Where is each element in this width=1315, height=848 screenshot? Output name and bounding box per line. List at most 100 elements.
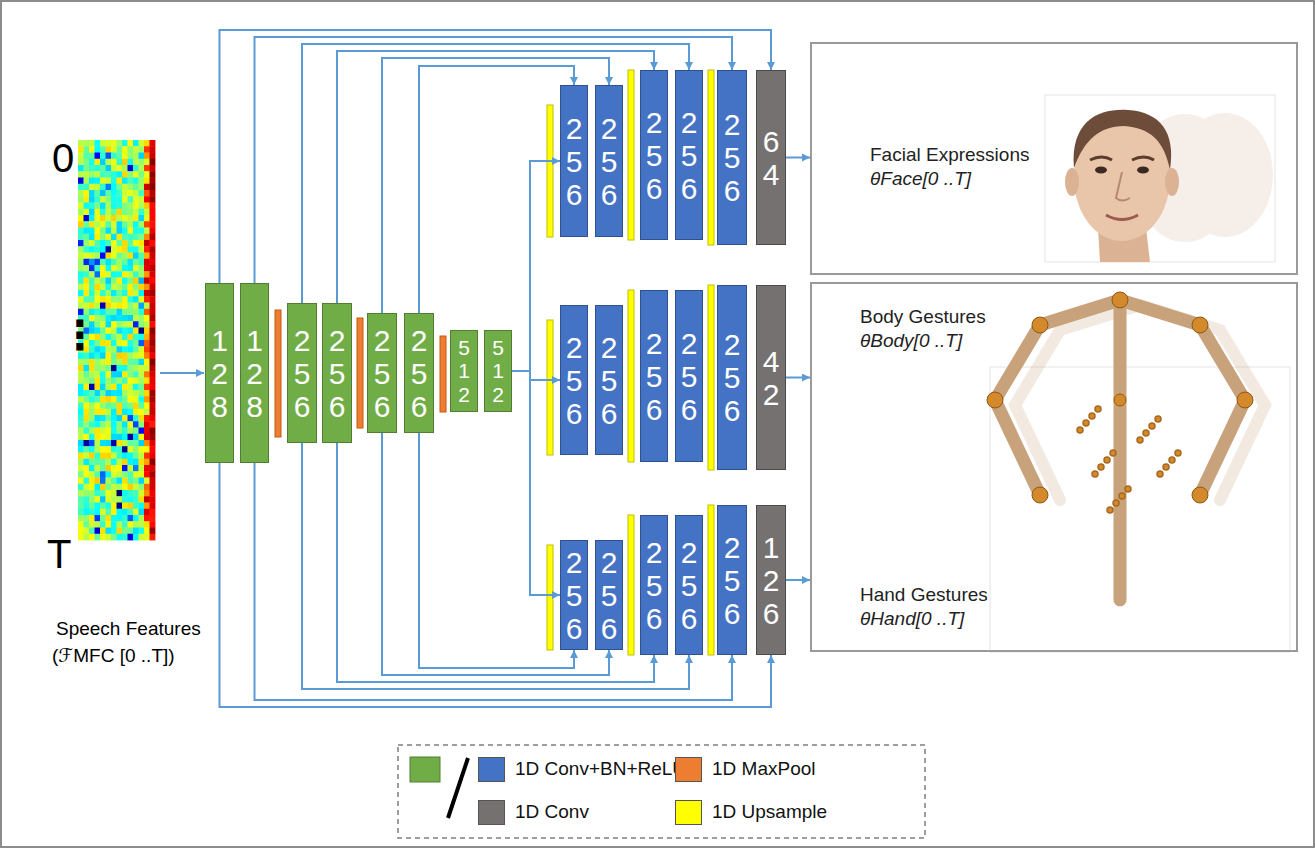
heatmap-cell <box>100 290 106 297</box>
heatmap-cell <box>95 484 101 491</box>
heatmap-cell <box>95 359 101 366</box>
heatmap-cell <box>133 184 139 191</box>
heatmap-cell <box>100 265 106 272</box>
heatmap-cell <box>84 446 90 453</box>
heatmap-cell <box>89 228 95 235</box>
heatmap-cell <box>89 371 95 378</box>
heatmap-cell <box>78 478 84 485</box>
conv-bn-relu-layer: 256 <box>640 290 668 462</box>
heatmap-cell <box>139 328 145 335</box>
heatmap-cell <box>84 184 90 191</box>
heatmap-cell <box>128 340 134 347</box>
heatmap-cell <box>95 471 101 478</box>
heatmap-cell <box>139 259 145 266</box>
hand-joint <box>1098 464 1104 470</box>
hand-joints <box>1077 406 1181 513</box>
heatmap-cell <box>106 196 112 203</box>
heatmap-cell <box>78 396 84 403</box>
heatmap-cell <box>144 159 150 166</box>
heatmap-cell <box>150 234 156 241</box>
channel-count: 42 <box>761 345 782 411</box>
heatmap-cell <box>117 171 123 178</box>
heatmap-cell <box>111 196 117 203</box>
heatmap-cell <box>128 228 134 235</box>
heatmap-cell <box>89 415 95 422</box>
heatmap-cell <box>122 421 128 428</box>
heatmap-cell <box>106 409 112 416</box>
heatmap-cell <box>111 321 117 328</box>
heatmap-cell <box>144 178 150 185</box>
heatmap-cell <box>139 365 145 372</box>
heatmap-cell <box>139 140 145 147</box>
heatmap-cell <box>150 203 156 210</box>
heatmap-cell <box>122 290 128 297</box>
heatmap-cell <box>139 396 145 403</box>
heatmap-cell <box>144 315 150 322</box>
heatmap-cell <box>111 290 117 297</box>
heatmap-cell <box>122 321 128 328</box>
heatmap-cell <box>106 296 112 303</box>
heatmap-cell <box>106 490 112 497</box>
heatmap-cell <box>133 153 139 160</box>
heatmap-cell <box>111 490 117 497</box>
heatmap-cell <box>95 371 101 378</box>
heatmap-cell <box>122 503 128 510</box>
heatmap-cell <box>128 509 134 516</box>
hand-joint <box>1092 471 1098 477</box>
heatmap-cell <box>133 440 139 447</box>
heatmap-cell <box>139 490 145 497</box>
heatmap-cell <box>122 184 128 191</box>
skip-connection <box>337 443 654 682</box>
heatmap-cell <box>89 365 95 372</box>
heatmap-cell <box>78 465 84 472</box>
heatmap-cell <box>78 534 84 541</box>
heatmap-cell <box>95 240 101 247</box>
heatmap-cell <box>133 521 139 528</box>
heatmap-cell <box>144 196 150 203</box>
heatmap-cell <box>144 415 150 422</box>
heatmap-cell <box>117 396 123 403</box>
hand-joint <box>1110 450 1116 456</box>
heatmap-cell <box>128 365 134 372</box>
heatmap-cell <box>128 409 134 416</box>
channel-count: 128 <box>209 324 230 423</box>
skip-connection <box>302 443 689 689</box>
heatmap-cell <box>144 409 150 416</box>
heatmap-cell <box>133 434 139 441</box>
heatmap-cell <box>139 278 145 285</box>
heatmap-cell <box>117 521 123 528</box>
heatmap-cell <box>122 371 128 378</box>
heatmap-cell <box>106 484 112 491</box>
heatmap-cell <box>111 384 117 391</box>
heatmap-cell <box>133 265 139 272</box>
heatmap-cell <box>89 496 95 503</box>
heatmap-cell <box>139 503 145 510</box>
heatmap-cell <box>117 515 123 522</box>
skip-connection <box>337 51 654 303</box>
heatmap-cell <box>95 415 101 422</box>
heatmap-cell <box>133 296 139 303</box>
heatmap-cell <box>133 321 139 328</box>
time-axis-label: T <box>47 532 71 577</box>
heatmap-cell <box>128 178 134 185</box>
heatmap-cell <box>128 203 134 210</box>
heatmap-cell <box>122 528 128 535</box>
heatmap-cell <box>111 528 117 535</box>
heatmap-cell <box>100 159 106 166</box>
heatmap-cell <box>122 234 128 241</box>
heatmap-cell <box>128 303 134 310</box>
heatmap-cell <box>106 428 112 435</box>
heatmap-cell <box>139 403 145 410</box>
heatmap-cell <box>78 390 84 397</box>
heatmap-cell <box>128 534 134 541</box>
heatmap-cell <box>89 203 95 210</box>
heatmap-cell <box>150 378 156 385</box>
heatmap-cell <box>133 465 139 472</box>
heatmap-cell <box>106 209 112 216</box>
heatmap-cell <box>150 534 156 541</box>
heatmap-cell <box>133 346 139 353</box>
channel-count: 256 <box>564 546 585 645</box>
legend-swatch <box>478 757 505 782</box>
heatmap-cell <box>122 490 128 497</box>
heatmap-cell <box>139 340 145 347</box>
